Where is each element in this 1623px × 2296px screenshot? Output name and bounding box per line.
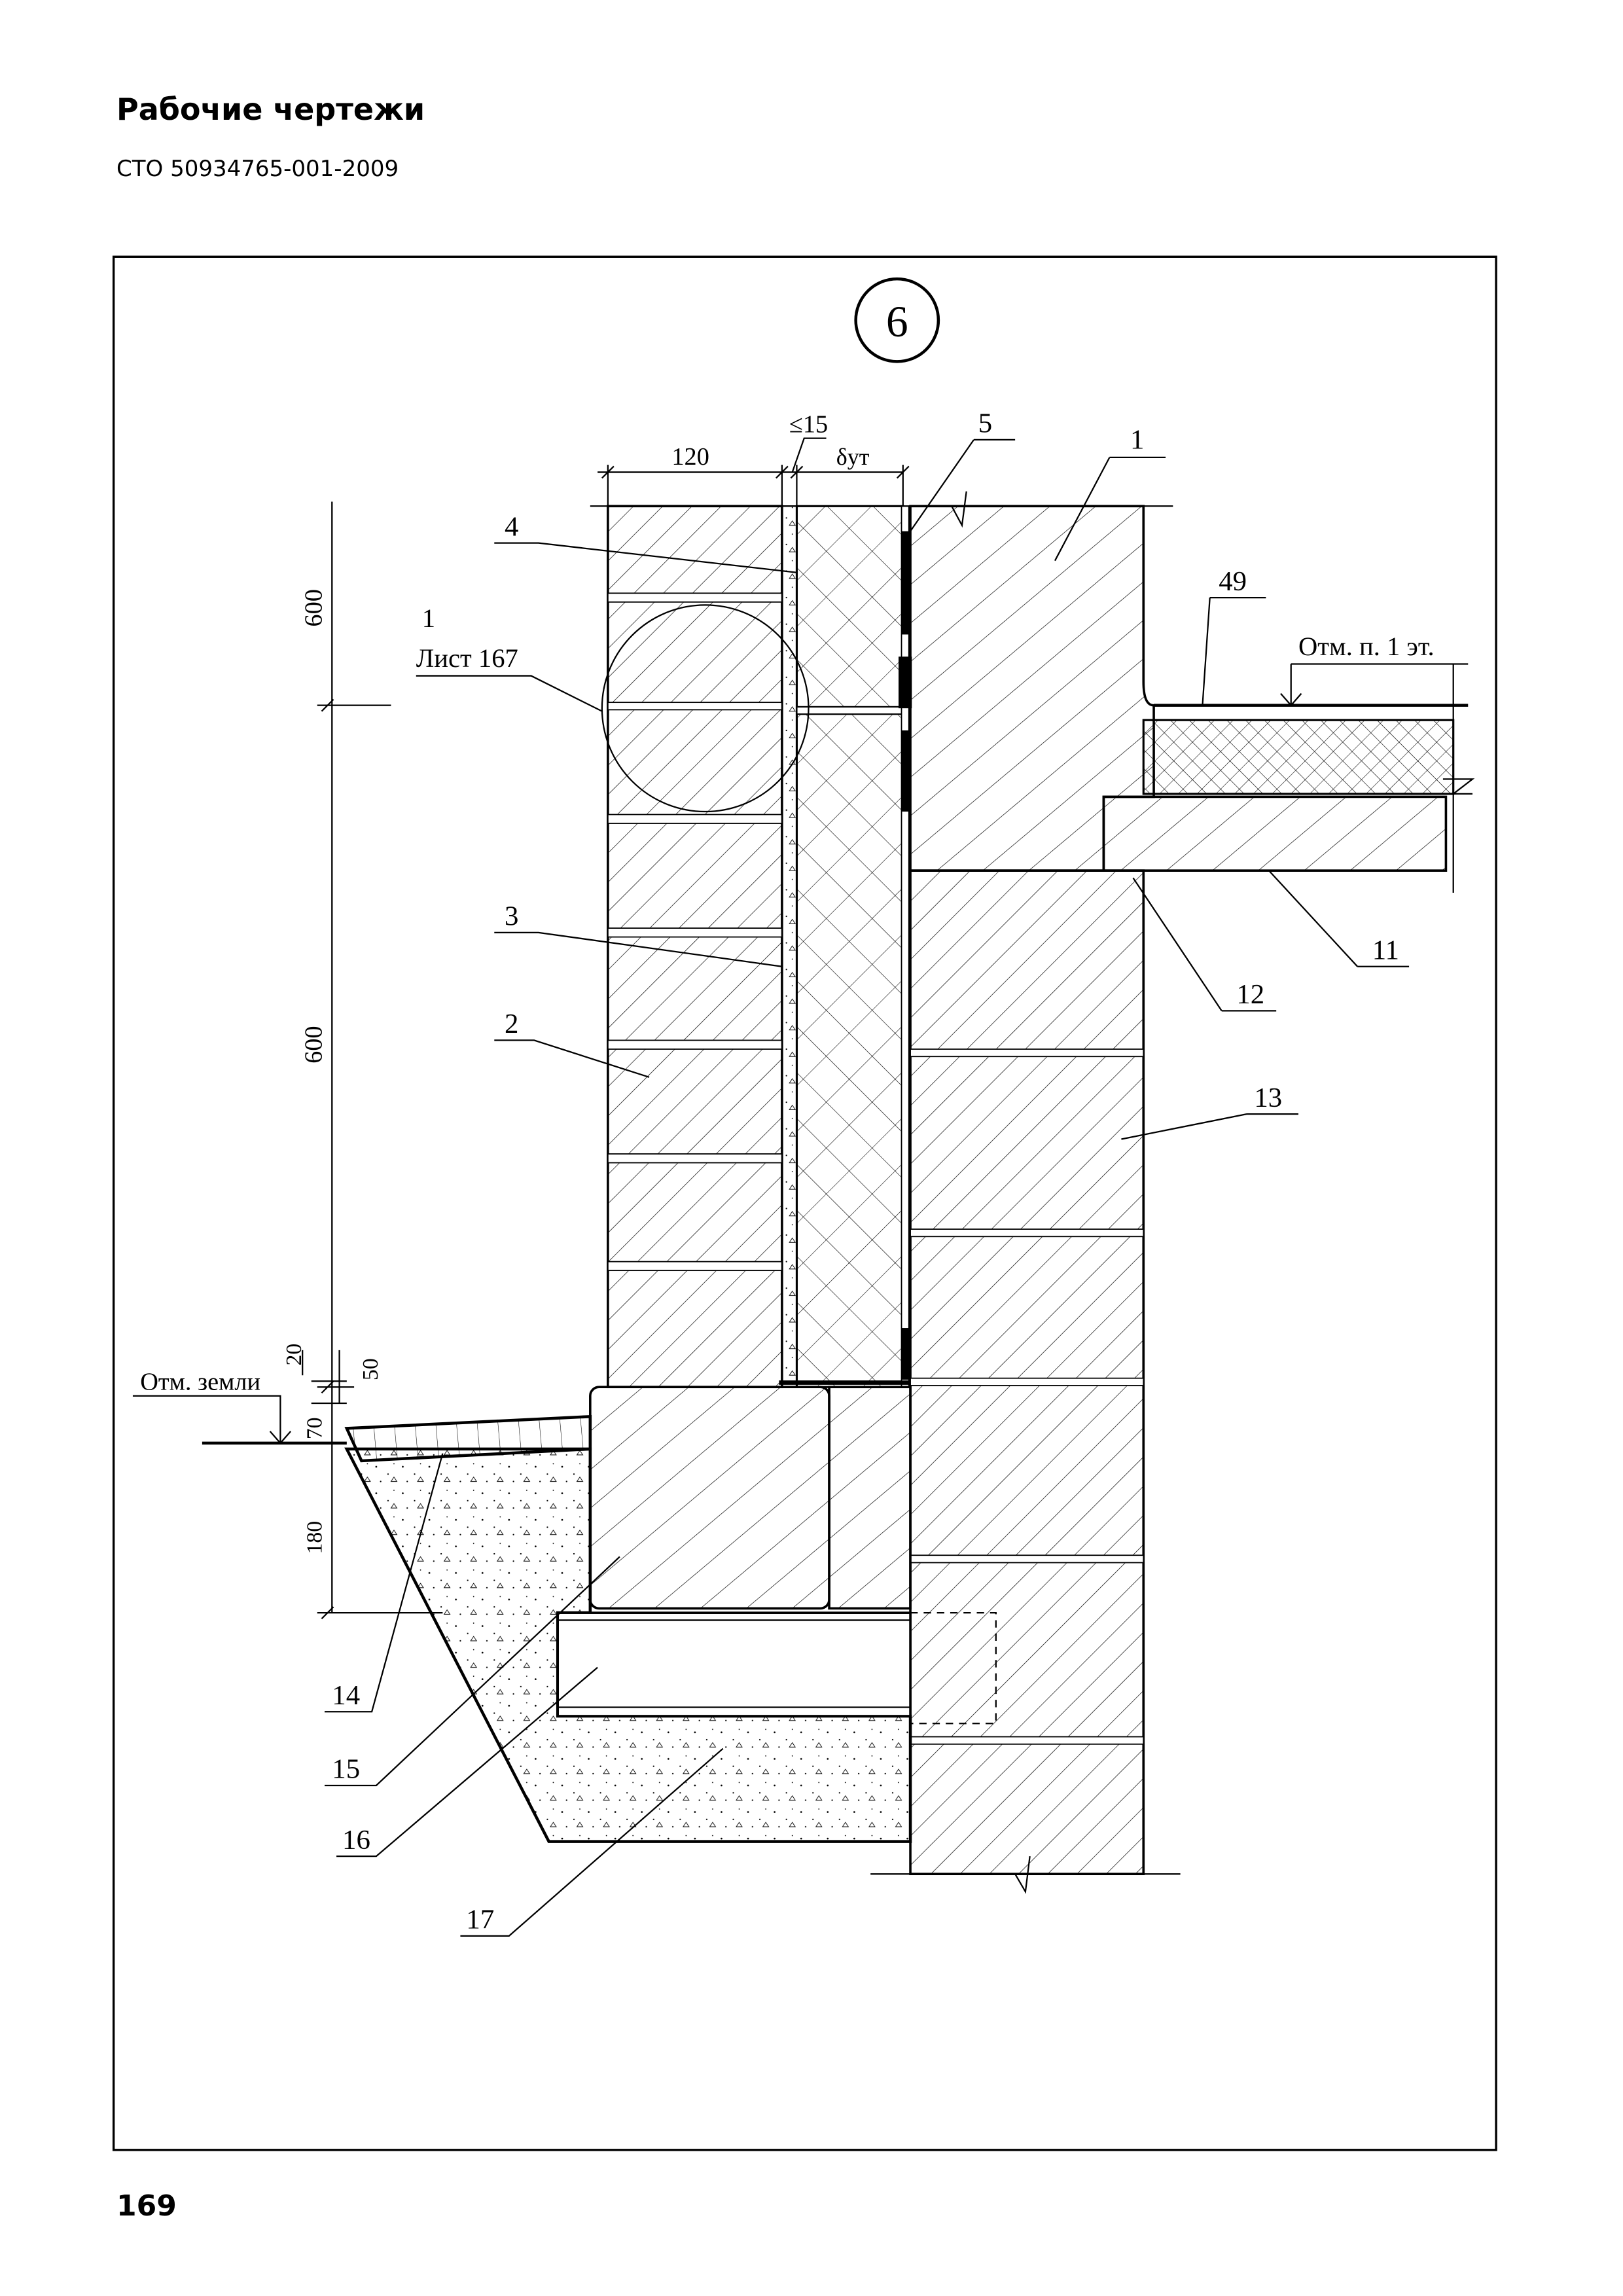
air-gap <box>781 505 798 1388</box>
callout-leaders <box>325 439 1410 1937</box>
callout-16: 16 <box>342 1825 370 1856</box>
floor-level: Отм. п. 1 эт. <box>1280 632 1469 707</box>
dim-20: 20 <box>282 1344 306 1366</box>
floor-level-label: Отм. п. 1 эт. <box>1298 632 1435 661</box>
dimensions <box>302 437 910 1619</box>
drawing-frame <box>112 255 1497 2151</box>
page-number: 169 <box>116 2189 177 2223</box>
detail-marker: 6 <box>854 277 940 363</box>
standard-code: СТО 50934765-001-2009 <box>116 156 399 182</box>
insulation <box>795 505 904 1388</box>
callout-13: 13 <box>1254 1083 1282 1113</box>
dim-insulation: δут <box>836 444 870 470</box>
detail-reference: 1 Лист 167 <box>416 603 810 813</box>
callout-49: 49 <box>1219 566 1247 597</box>
dim-upper: 600 <box>300 589 328 626</box>
plinth-block <box>589 1380 912 1610</box>
callout-1: 1 <box>1130 424 1144 455</box>
callout-17: 17 <box>466 1905 494 1935</box>
callout-12: 12 <box>1236 979 1264 1010</box>
dim-180: 180 <box>303 1521 327 1554</box>
dim-50: 50 <box>359 1358 383 1380</box>
callout-4: 4 <box>505 511 518 542</box>
dim-veneer: 120 <box>671 443 709 471</box>
dim-middle: 600 <box>300 1026 328 1063</box>
page-title: Рабочие чертежи <box>116 92 425 127</box>
ground-level-label: Отм. земли <box>140 1369 260 1396</box>
callout-5: 5 <box>978 408 992 439</box>
callout-11: 11 <box>1372 935 1399 965</box>
floor-construction <box>1102 664 1475 893</box>
dim-70: 70 <box>303 1417 327 1439</box>
block-wall <box>870 869 1181 1894</box>
callout-2: 2 <box>505 1009 518 1039</box>
reference-sheet: Лист 167 <box>416 643 518 673</box>
callout-15: 15 <box>332 1754 360 1785</box>
reference-number: 1 <box>422 603 435 633</box>
callout-14: 14 <box>332 1680 360 1711</box>
ground-level: Отм. земли <box>132 1369 347 1445</box>
callout-3: 3 <box>505 901 518 932</box>
detail-number: 6 <box>886 297 908 346</box>
dim-gap: ≤15 <box>789 411 828 439</box>
beam <box>556 1611 997 1725</box>
